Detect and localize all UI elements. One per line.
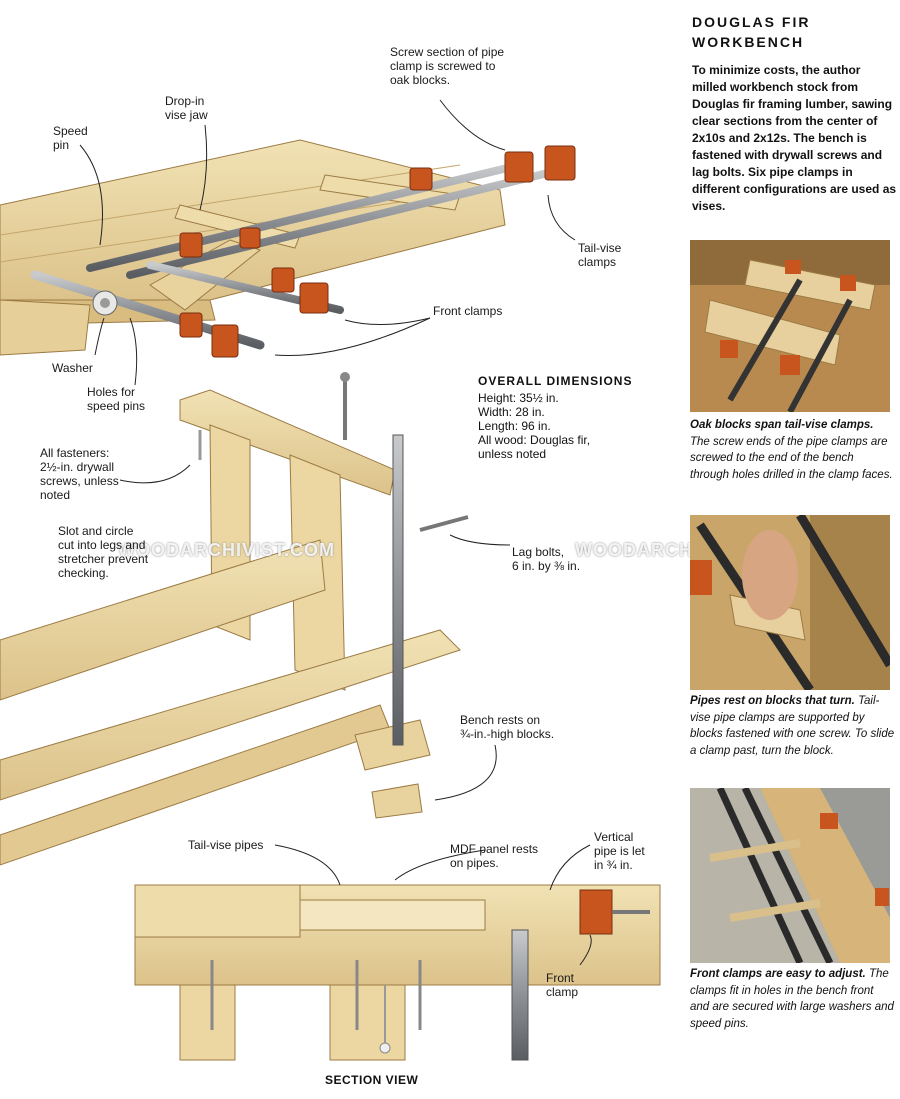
caption-oak-blocks-lead: Oak blocks span tail-vise clamps.: [690, 419, 874, 431]
dimension-height: Height: 35½ in.: [478, 391, 559, 405]
leader-lines: [79, 99, 592, 966]
callout-mdf-panel: MDF panel rests on pipes.: [450, 842, 539, 870]
dimension-wood: All wood: Douglas fir,: [478, 433, 591, 447]
caption-pipes-rest-body: Tail-vise pipe clamps are supported by b…: [690, 695, 895, 757]
watermark-left: WOODARCHIVIST.COM: [118, 540, 335, 560]
caption-front-clamps: Front clamps are easy to adjust. The cla…: [690, 966, 895, 1032]
callout-front-clamp: Front clamp: [546, 971, 579, 999]
callout-vertical-pipe: Vertical pipe is let in ¾ in.: [594, 830, 645, 872]
callout-lag-bolts: Lag bolts, 6 in. by ⅜ in.: [512, 545, 581, 573]
section-view-label: SECTION VIEW: [325, 1073, 419, 1087]
callout-fasteners: All fasteners: 2½-in. drywall screws, un…: [40, 446, 119, 502]
caption-oak-blocks: Oak blocks span tail-vise clamps. The sc…: [690, 417, 895, 483]
photo-oak-blocks: [690, 240, 890, 412]
dimension-unless-noted: unless noted: [478, 447, 547, 461]
dimension-width: Width: 28 in.: [478, 405, 545, 419]
callout-tail-vise-clamps: Tail-vise clamps: [578, 241, 622, 269]
bench-frame: [0, 372, 469, 866]
callout-screw-section: Screw section of pipe clamp is screwed t…: [390, 45, 505, 87]
callout-speed-pin: Speed pin: [53, 124, 88, 152]
dimensions-heading: OVERALL DIMENSIONS: [478, 374, 633, 388]
photo-front-clamps: [690, 788, 890, 963]
callout-bench-rests: Bench rests on ¾-in.-high blocks.: [460, 713, 555, 741]
section-view-drawing: [134, 884, 661, 1061]
caption-front-clamps-lead: Front clamps are easy to adjust.: [690, 968, 866, 980]
pipe-clamps: [179, 145, 576, 358]
workbench-illustration: [0, 99, 661, 1061]
intro-text: To minimize costs, the author milled wor…: [692, 63, 897, 213]
page-title: DOUGLAS FIR WORKBENCH: [692, 14, 811, 50]
caption-pipes-rest: Pipes rest on blocks that turn. Tail-vis…: [690, 693, 895, 759]
callout-tail-vise-pipes: Tail-vise pipes: [188, 838, 264, 852]
callout-front-clamps: Front clamps: [433, 304, 503, 318]
callout-slot-circle: Slot and circle cut into legs and stretc…: [58, 524, 149, 580]
caption-front-clamps-body: The clamps fit in holes in the bench fro…: [690, 968, 894, 1030]
caption-oak-blocks-body: The screw ends of the pipe clamps are sc…: [690, 435, 893, 481]
callout-drop-in-vise-jaw: Drop-in vise jaw: [165, 94, 208, 122]
callout-washer: Washer: [52, 361, 93, 375]
caption-pipes-rest-lead: Pipes rest on blocks that turn.: [690, 695, 855, 707]
photo-pipes-rest-on-blocks: [690, 515, 890, 690]
callout-holes-speed-pins: Holes for speed pins: [87, 385, 146, 413]
dimension-length: Length: 96 in.: [478, 419, 551, 433]
